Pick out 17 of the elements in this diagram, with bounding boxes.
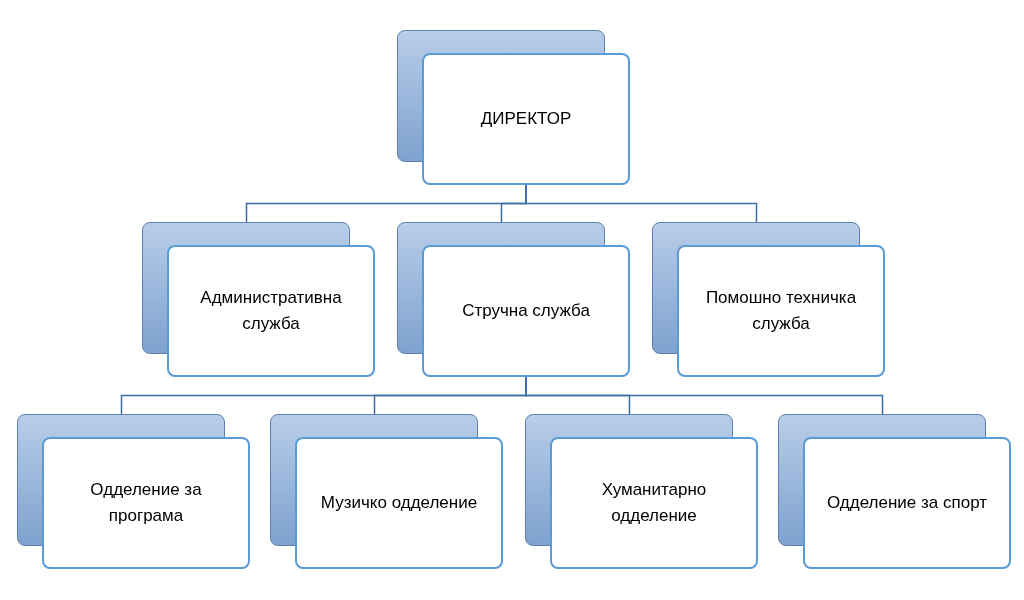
org-chart-box: [652, 222, 885, 377]
box-label: Хуманитарно одделение: [600, 479, 708, 527]
org-chart-box: [397, 222, 630, 377]
org-chart-box: [397, 30, 630, 185]
box-label: Стручна служба: [462, 300, 590, 322]
box-label: Одделение за програма: [89, 479, 203, 527]
box-label: Административна служба: [199, 287, 343, 335]
box-label: ДИРЕКТОР: [480, 108, 572, 130]
org-chart-box: [778, 414, 1011, 569]
org-chart-box: [525, 414, 758, 569]
org-chart-box: [142, 222, 375, 377]
box-label: Помошно техничка служба: [704, 287, 858, 335]
box-label: Музичко одделение: [320, 492, 478, 514]
org-chart-box: [270, 414, 503, 569]
box-label: Одделение за спорт: [827, 492, 987, 514]
org-chart-box: [17, 414, 250, 569]
connector-line: [525, 184, 758, 223]
